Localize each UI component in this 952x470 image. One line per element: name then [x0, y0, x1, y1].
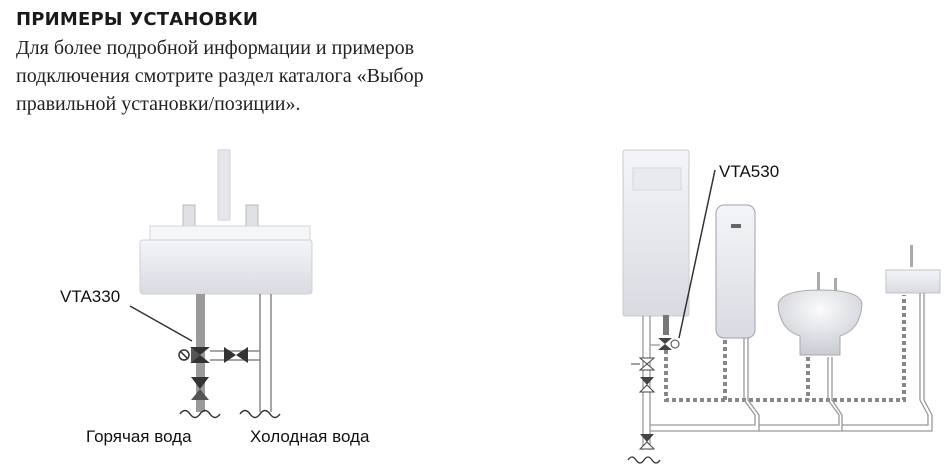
section-heading: ПРИМЕРЫ УСТАНОВКИ — [16, 9, 259, 30]
cold-water-lines — [642, 293, 933, 450]
vta530-leader-line — [678, 169, 716, 339]
small-washbasin — [885, 245, 941, 294]
mixing-valve-vta330 — [178, 347, 210, 363]
water-supply-wave-icon — [627, 456, 661, 464]
vta530-label: VTA530 — [719, 162, 779, 181]
water-heater-boiler — [622, 149, 690, 317]
vta330-leader-line — [129, 305, 193, 342]
vta330-label: VTA330 — [60, 287, 120, 306]
check-valves-right — [638, 357, 656, 450]
hot-water-dashed-lines — [664, 295, 906, 402]
section-description: Для более подробной информации и примеро… — [16, 37, 424, 115]
washbasin — [139, 149, 313, 295]
cold-water-pipe — [210, 294, 272, 412]
check-valves — [191, 347, 248, 400]
hot-water-label: Горячая вода — [86, 427, 192, 446]
bowl-washbasin — [777, 272, 863, 356]
right-diagram: VTA530 — [622, 149, 941, 464]
cold-water-label: Холодная вода — [250, 427, 370, 446]
boiler-outlet-pipe — [663, 315, 669, 335]
left-diagram: VTA330 Горячая вода Холодная вода — [60, 149, 370, 446]
instant-water-heater — [715, 204, 756, 339]
water-supply-wave-icon — [179, 409, 281, 419]
mixing-valve-vta530 — [658, 338, 680, 350]
